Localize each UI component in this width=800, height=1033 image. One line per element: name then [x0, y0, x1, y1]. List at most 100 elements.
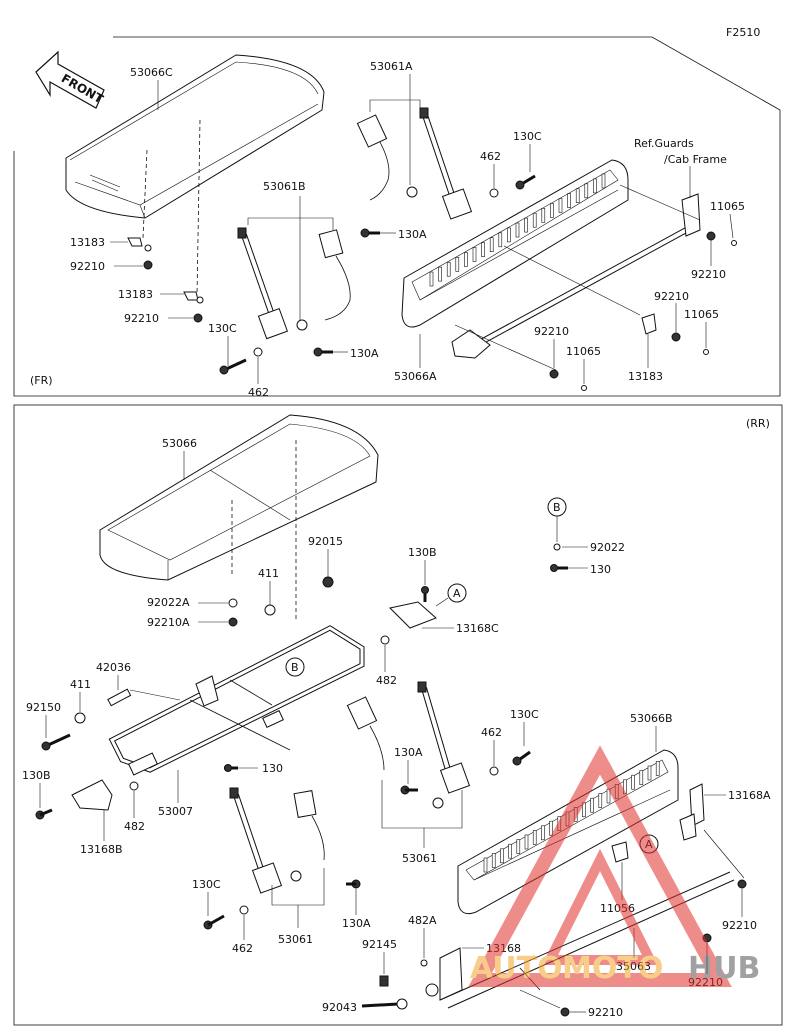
label-53066C: 53066C	[130, 66, 173, 79]
nut-92210-c	[706, 231, 716, 241]
vent-slot	[532, 830, 537, 845]
label-92210-d: 92210	[654, 290, 689, 303]
vent-slot	[655, 761, 660, 776]
front-backrest	[401, 159, 629, 328]
bolt-130	[550, 564, 568, 572]
label-53007: 53007	[158, 805, 193, 818]
label-13168C: 13168C	[456, 622, 499, 635]
label-130A: 130A	[394, 746, 423, 759]
label-53061A: 53061A	[370, 60, 413, 73]
label-13183-a: 13183	[70, 236, 105, 249]
bolt-130A-b	[313, 347, 333, 357]
bolt-130A-a	[360, 228, 380, 238]
bracket-13183-b	[183, 291, 204, 304]
bolt-130C-c	[512, 750, 531, 766]
watermark-logo: AUTO MOTO HUB	[468, 745, 760, 987]
vent-slot	[567, 193, 571, 208]
figure-code: F2510	[726, 26, 760, 39]
seatbelt-retractor-a	[419, 107, 473, 220]
bolt-130A-c	[346, 879, 361, 889]
vent-slot	[590, 797, 594, 813]
nut-92210-h	[560, 1007, 570, 1017]
watermark-auto: AUTO	[470, 951, 563, 986]
vent-slot	[575, 188, 580, 203]
label-462-a: 462	[480, 150, 501, 163]
guard-bar	[451, 193, 701, 359]
ref-marker-a-label: A	[453, 587, 461, 600]
vent-slot	[532, 212, 537, 228]
seatbelt-buckle-a	[356, 114, 390, 201]
washer-icon	[296, 319, 308, 331]
label-92015: 92015	[308, 535, 343, 548]
seatbelt-buckle-b	[318, 229, 351, 321]
seat-frame	[108, 625, 365, 776]
ref-note-line2: /Cab Frame	[664, 153, 727, 166]
washer-462-d	[239, 905, 249, 915]
label-130C-b: 130C	[208, 322, 237, 335]
label-92210A: 92210A	[147, 616, 190, 629]
vent-slot	[598, 793, 603, 808]
vent-slot	[541, 208, 546, 223]
label-53066: 53066	[162, 437, 197, 450]
label-92210-e: 92210	[534, 325, 569, 338]
fr-section-frame	[13, 36, 781, 397]
label-92210-b: 92210	[124, 312, 159, 325]
label-53061-b: 53061	[278, 933, 313, 946]
bolt-130C-a	[515, 174, 536, 190]
bracket-13183-a	[127, 237, 152, 252]
vent-slot	[455, 256, 460, 272]
vent-slot	[515, 222, 520, 238]
vent-slot	[524, 217, 528, 233]
vent-slot	[483, 857, 488, 873]
washer-462-b	[253, 347, 263, 357]
label-130C-a: 130C	[513, 130, 542, 143]
label-92150: 92150	[26, 701, 61, 714]
vent-slot	[508, 843, 512, 859]
label-13168B: 13168B	[80, 843, 123, 856]
bolt-130C-b	[219, 358, 247, 375]
label-130B-b: 130B	[22, 769, 51, 782]
nut-92210-f	[737, 879, 747, 889]
fitting-92145	[379, 975, 389, 987]
label-130-b: 130	[262, 762, 283, 775]
label-130A-a: 130A	[398, 228, 427, 241]
bolt-130B-a	[421, 586, 429, 602]
vent-slot	[481, 242, 485, 257]
front-seat-cushion	[65, 54, 325, 219]
label-130: 130	[590, 563, 611, 576]
bolt-130A	[400, 785, 418, 795]
label-42036: 42036	[96, 661, 131, 674]
vent-slot	[429, 271, 434, 287]
label-92210-c: 92210	[691, 268, 726, 281]
ref-marker-a	[447, 583, 467, 603]
washer-482-b	[129, 781, 139, 791]
label-92022: 92022	[590, 541, 625, 554]
label-92145: 92145	[362, 938, 397, 951]
seatbelt-retractor-c	[417, 681, 471, 794]
bolt-130B-b	[35, 808, 53, 820]
vent-slot	[593, 178, 597, 194]
ref-marker-b2-label: B	[291, 661, 299, 674]
label-462-b: 462	[248, 386, 269, 399]
bracket-13168C	[388, 601, 437, 629]
pin-42036	[107, 688, 132, 707]
bolt-130C-d	[203, 914, 225, 930]
label-411-a: 411	[258, 567, 279, 580]
ref-note-line1: Ref.Guards	[634, 137, 694, 150]
vent-slot	[631, 774, 635, 790]
vent-slot	[498, 232, 503, 248]
watermark-hub: HUB	[688, 951, 760, 986]
washer-462-c	[489, 766, 499, 776]
vent-slot	[541, 825, 545, 841]
washer-92022A	[228, 598, 238, 608]
watermark-moto: MOTO	[562, 951, 663, 986]
vent-slot	[647, 765, 652, 781]
vent-slot	[464, 252, 468, 267]
bracket-13183-c	[641, 313, 657, 335]
label-53061-a: 53061	[402, 852, 437, 865]
label-92043: 92043	[322, 1001, 357, 1014]
seatbelt-buckle-d	[293, 790, 325, 861]
vent-slot	[584, 183, 589, 199]
clip-11056	[611, 841, 629, 863]
label-482-a: 482	[376, 674, 397, 687]
